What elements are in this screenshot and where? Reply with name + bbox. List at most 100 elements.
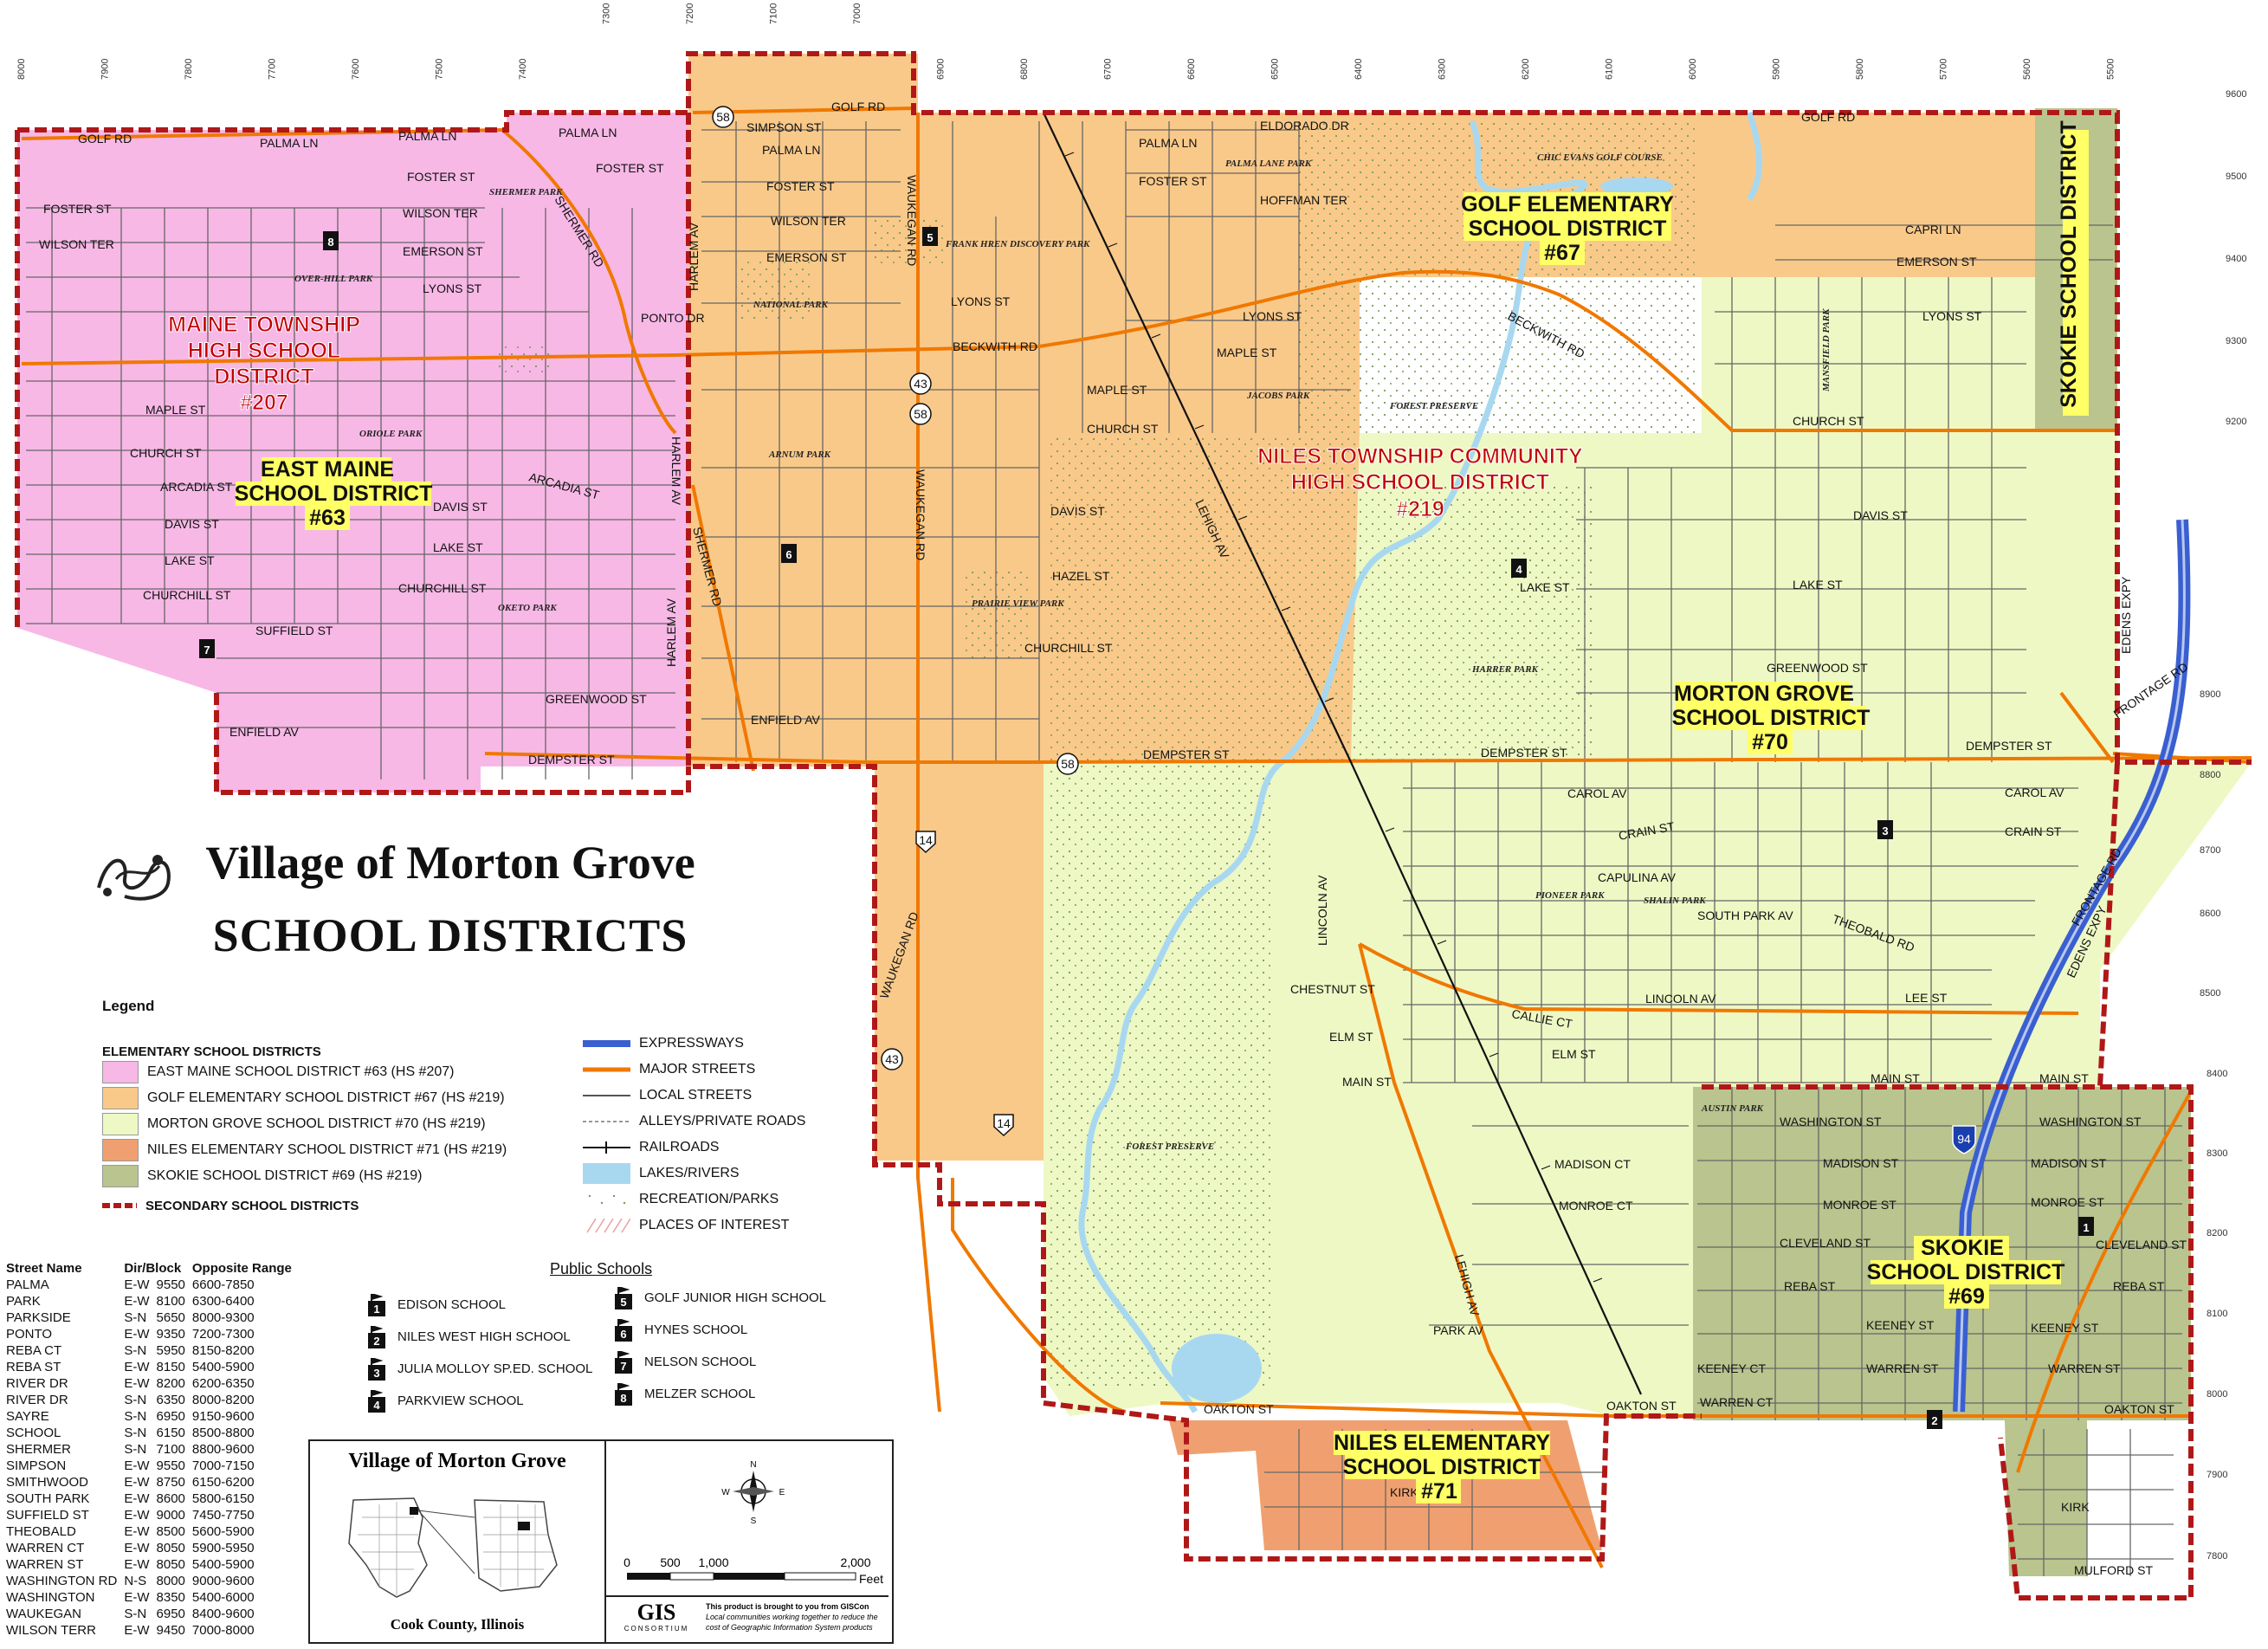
legend-lakes-label: LAKES/RIVERS <box>639 1166 740 1180</box>
legend-expressways-label: EXPRESSWAYS <box>639 1036 744 1051</box>
school-flag-icon: 1 <box>368 1293 385 1316</box>
madison-st-label-2: MADISON ST <box>2031 1156 2107 1170</box>
grid-number-top: 7400 <box>518 59 528 80</box>
grid-number-top: 7900 <box>100 59 111 80</box>
street-name-cell: WASHINGTON RD <box>6 1574 118 1588</box>
street-name-cell: SHERMER <box>6 1442 72 1457</box>
route-43-shield: 43 <box>909 372 932 395</box>
legend-heading: Legend <box>102 998 155 1014</box>
kirk-st-label-2: KIRK <box>2061 1500 2090 1514</box>
suffield-st-label: SUFFIELD ST <box>255 624 333 637</box>
chic-evans-label: CHIC EVANS GOLF COURSE <box>1537 152 1663 163</box>
legend-item-golf-label: GOLF ELEMENTARY SCHOOL DISTRICT #67 (HS … <box>147 1090 505 1105</box>
school-flag-icon: 3 <box>368 1357 385 1381</box>
grid-number-top: 6900 <box>936 59 947 80</box>
grid-number-right: 9300 <box>2226 336 2246 346</box>
gis-logo-sub: CONSORTIUM <box>624 1625 689 1633</box>
block-cell: 6950 <box>156 1607 185 1621</box>
range-cell: 6200-6350 <box>191 1376 255 1391</box>
palma-ln-label-5: PALMA LN <box>1139 136 1197 150</box>
edens-expy-label-north: EDENS EXPY <box>2119 576 2133 654</box>
direction-cell: S-N <box>124 1310 147 1325</box>
interstate-94-label: 94 <box>1957 1132 1971 1146</box>
emerson-st-label-3: EMERSON ST <box>1896 255 1977 268</box>
oakton-st-label-east: OAKTON ST <box>2104 1402 2174 1416</box>
golf-rd-label-east: GOLF RD <box>1801 110 1855 124</box>
legend-major-streets-label: MAJOR STREETS <box>639 1062 756 1077</box>
oakton-st-label-center: OAKTON ST <box>1606 1399 1677 1413</box>
direction-cell: S-N <box>124 1409 147 1424</box>
grid-number-top: 6400 <box>1354 59 1364 80</box>
school-name: PARKVIEW SCHOOL <box>397 1394 524 1408</box>
direction-cell: S-N <box>124 1426 147 1440</box>
street-name-cell: REBA CT <box>6 1343 62 1358</box>
skokie-vertical-text: SKOKIE SCHOOL DISTRICT <box>2057 120 2081 408</box>
school-name: JULIA MOLLOY SP.ED. SCHOOL <box>397 1361 593 1376</box>
foster-st-label-3: FOSTER ST <box>596 161 664 175</box>
street-name-cell: RIVER DR <box>6 1376 68 1391</box>
block-cell: 8600 <box>156 1491 185 1506</box>
range-cell: 7450-7750 <box>191 1508 255 1523</box>
niles-township-line-2: HIGH SCHOOL DISTRICT <box>1291 470 1549 495</box>
morton-grove-logo <box>97 855 171 901</box>
legend-item-east-maine-label: EAST MAINE SCHOOL DISTRICT #63 (HS #207) <box>147 1064 455 1079</box>
legend-item-golf: GOLF ELEMENTARY SCHOOL DISTRICT #67 (HS … <box>102 1085 507 1111</box>
grid-number-right: 9400 <box>2226 254 2246 264</box>
grid-number-top: 5600 <box>2022 59 2032 80</box>
direction-cell: E-W <box>124 1458 150 1473</box>
wilson-ter-label-1: WILSON TER <box>39 237 114 251</box>
school-flag-number: 6 <box>620 1328 626 1341</box>
grid-number-top: 5500 <box>2106 59 2116 80</box>
skokie-69-line-3: #69 <box>1948 1284 1985 1309</box>
east-maine-label: EAST MAINE SCHOOL DISTRICT #63 <box>235 457 432 530</box>
waukegan-rd-label-north: WAUKEGAN RD <box>905 175 919 266</box>
range-cell: 7000-7150 <box>191 1458 255 1473</box>
legend-elementary-heading: ELEMENTARY SCHOOL DISTRICTS <box>102 1044 321 1059</box>
park-av-label: PARK AV <box>1433 1323 1484 1337</box>
street-name-cell: SCHOOL <box>6 1426 61 1440</box>
legend-parks: RECREATION/PARKS <box>583 1187 805 1212</box>
maple-st-label-2: MAPLE ST <box>1087 383 1147 397</box>
legend-item-east-maine: EAST MAINE SCHOOL DISTRICT #63 (HS #207) <box>102 1059 507 1085</box>
street-name-cell: WARREN ST <box>6 1557 84 1572</box>
direction-cell: E-W <box>124 1475 150 1490</box>
legend-alleys: ALLEYS/PRIVATE ROADS <box>583 1109 805 1135</box>
range-cell: 6600-7850 <box>191 1277 255 1292</box>
pioneer-park-label: PIONEER PARK <box>1535 890 1605 901</box>
palma-ln-label-3: PALMA LN <box>559 126 617 139</box>
skokie-vertical-label: SKOKIE SCHOOL DISTRICT <box>2057 120 2089 416</box>
school-marker-4-num: 4 <box>1515 563 1522 576</box>
east-maine-district <box>17 113 688 792</box>
elm-st-label-2: ELM ST <box>1552 1047 1596 1061</box>
school-markers: 1 2 3 4 5 6 7 8 <box>199 227 2094 1429</box>
grid-number-top: 7800 <box>184 59 194 80</box>
skokie-69-line-2: SCHOOL DISTRICT <box>1867 1260 2065 1284</box>
direction-cell: E-W <box>124 1623 150 1638</box>
scale-500: 500 <box>660 1555 681 1569</box>
grid-number-top: 6300 <box>1438 59 1448 80</box>
grid-numbers-right: 9600950094009300920089008800870086008500… <box>2200 89 2246 1562</box>
street-name-cell: PARKSIDE <box>6 1310 71 1325</box>
prairie-view-label: PRAIRIE VIEW PARK <box>972 598 1064 609</box>
school-name: GOLF JUNIOR HIGH SCHOOL <box>644 1290 827 1305</box>
legend-major-streets: MAJOR STREETS <box>583 1057 805 1083</box>
school-marker-1-num: 1 <box>2083 1221 2089 1234</box>
range-cell: 7200-7300 <box>191 1327 255 1342</box>
grid-number-top: 5800 <box>1855 59 1865 80</box>
harlem-av-label-mid: HARLEM AV <box>669 436 683 506</box>
school-flag-number: 7 <box>620 1360 626 1373</box>
street-name-cell: WASHINGTON <box>6 1590 95 1605</box>
secondary-boundary-swatch <box>102 1203 137 1208</box>
maine-township-line-2: HIGH SCHOOL <box>188 339 340 363</box>
monroe-st-label-1: MONROE ST <box>1823 1198 1896 1212</box>
